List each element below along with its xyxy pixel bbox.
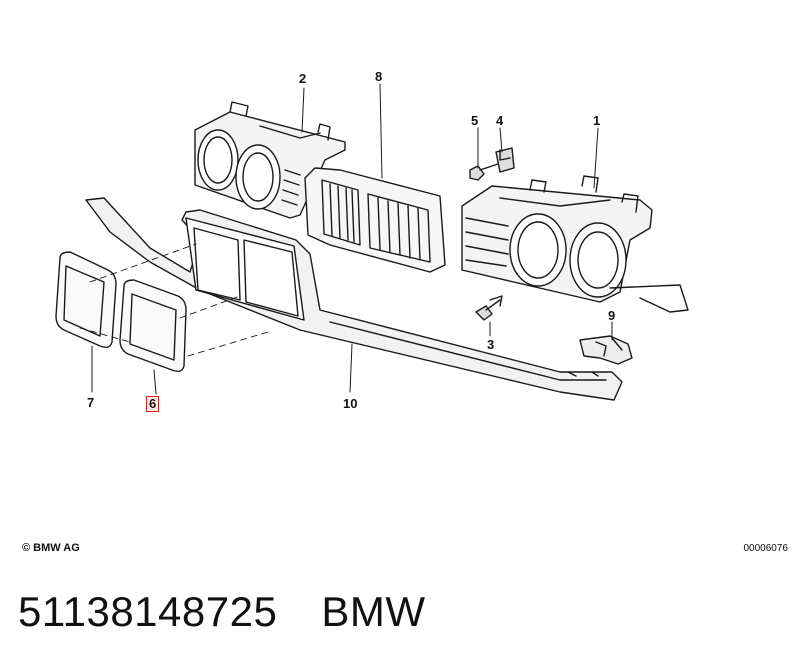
callout-3: 3 — [487, 337, 495, 352]
part-7-kidney-ring-outer — [55, 251, 117, 349]
part-number-line: 51138148725 BMW — [18, 588, 469, 636]
callout-2: 2 — [299, 71, 307, 86]
callout-1: 1 — [593, 113, 601, 128]
assembly-dashed-lines — [79, 243, 269, 357]
part-3-push-rivet — [475, 295, 503, 321]
callout-5: 5 — [471, 113, 479, 128]
leader-lines — [91, 83, 613, 395]
part-4-clip-nut — [495, 147, 515, 173]
part-number: 51138148725 — [18, 588, 278, 635]
part-5-screw — [469, 163, 499, 181]
callout-4: 4 — [496, 113, 504, 128]
brand-name: BMW — [321, 588, 426, 635]
exploded-parts-diagram — [55, 83, 689, 401]
part-1-right-headlight-housing — [461, 175, 689, 313]
callout-7: 7 — [87, 395, 95, 410]
callout-10: 10 — [343, 396, 358, 411]
diagram-reference-code: 00006076 — [743, 543, 789, 554]
callout-8: 8 — [375, 69, 383, 84]
part-2-left-headlight-housing — [194, 101, 346, 219]
callout-6-highlighted[interactable]: 6 — [146, 396, 160, 412]
copyright-label: © BMW AG — [22, 542, 80, 554]
part-10-grille-panel — [85, 197, 623, 401]
callout-9: 9 — [608, 308, 616, 323]
part-6-kidney-ring — [119, 279, 187, 373]
part-8-center-kidney-grille — [304, 167, 446, 273]
part-9-bracket — [579, 335, 633, 365]
